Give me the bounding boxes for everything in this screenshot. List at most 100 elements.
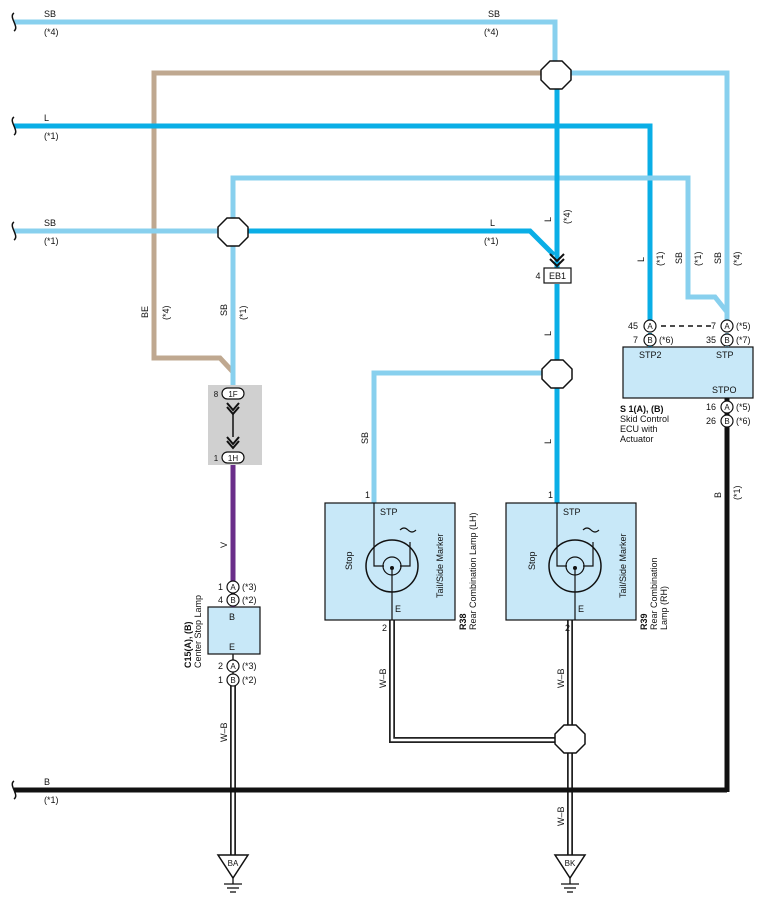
ecu-desc-2: ECU with — [620, 424, 658, 434]
wire-l-to-eb1 — [246, 86, 560, 268]
ecu-pin45-conn: A — [647, 322, 653, 331]
ecu-pin7b-conn: A — [724, 322, 730, 331]
label-ecu-sb1: SB — [674, 252, 684, 264]
left-wire-labels: SB (*4) L (*1) SB (*1) B (*1) — [44, 9, 59, 805]
c15-pin1b-conn: B — [230, 676, 235, 685]
r39-stp-label: STP — [563, 507, 581, 517]
connector-block-1f-1h: 1F 8 1H 1 — [208, 385, 262, 465]
ecu-pin26: 26 — [706, 416, 716, 426]
r38-name: R38 — [458, 613, 468, 630]
splice-top — [540, 60, 572, 90]
wire-sb-loop-to-ecu — [230, 175, 729, 314]
label-l-vert-note: (*4) — [562, 209, 572, 224]
ground-ba: BA — [216, 854, 250, 893]
r39-desc-2: Lamp (RH) — [659, 586, 669, 630]
label-l-mid-note: (*1) — [484, 236, 499, 246]
splice-left — [217, 217, 249, 247]
wire-l-to-ecu-stp2 — [14, 123, 653, 320]
label-wb-c15: W–B — [219, 722, 229, 742]
r38-stp-label: STP — [380, 507, 398, 517]
c15-pin1b: 1 — [218, 675, 223, 685]
c15-pin4-conn: B — [230, 596, 235, 605]
r38-tail-label: Tail/Side Marker — [435, 533, 445, 598]
ecu-pin35-conn: B — [724, 336, 729, 345]
splice-mid — [541, 359, 573, 389]
ecu-pin35-note: (*7) — [736, 335, 751, 345]
ecu-pin26-note: (*6) — [736, 416, 751, 426]
label-ecu-l-note: (*1) — [655, 251, 665, 266]
r39-pin-bottom: 2 — [565, 623, 570, 633]
label-wb-r39: W–B — [556, 668, 566, 688]
label-wb-r38: W–B — [378, 668, 388, 688]
label-b-right: B — [713, 492, 723, 498]
ecu-pin45: 45 — [628, 321, 638, 331]
ecu-term-stp: STP — [716, 350, 734, 360]
label-ecu-l: L — [636, 257, 646, 262]
connector-1h-pin: 1 — [214, 454, 219, 463]
label-wb-bk: W–B — [556, 806, 566, 826]
c15-term-e: E — [229, 642, 235, 652]
ground-bk-label: BK — [565, 859, 576, 868]
wire-sb-to-r38 — [371, 370, 544, 503]
label-l-vert: L — [543, 217, 553, 222]
ecu-pin16: 16 — [706, 402, 716, 412]
label-be: BE — [140, 306, 150, 318]
wire-wb-r38 — [389, 620, 557, 743]
rear-combination-lamp-rh: STP E Stop Tail/Side Marker 1 2 R39 Rear… — [505, 490, 669, 633]
wire-b-ground — [14, 428, 730, 793]
left-wire-4-note: (*1) — [44, 795, 59, 805]
label-ecu-sb4-note: (*4) — [732, 251, 742, 266]
connector-1h-label: 1H — [228, 454, 238, 463]
c15-pin1-conn: A — [230, 583, 236, 592]
splice-ground — [554, 724, 586, 754]
ecu-name: S 1(A), (B) — [620, 404, 664, 414]
ground-bk: BK — [553, 854, 587, 893]
label-b-right-note: (*1) — [732, 485, 742, 500]
left-wire-1-color: SB — [44, 9, 56, 19]
left-wire-2-color: L — [44, 113, 49, 123]
r38-desc: Rear Combination Lamp (LH) — [468, 512, 478, 630]
left-wire-4-color: B — [44, 777, 50, 787]
c15-pin2-note: (*3) — [242, 661, 257, 671]
r38-stop-label: Stop — [344, 551, 354, 570]
ecu-pin7a: 7 — [633, 335, 638, 345]
r39-stop-label: Stop — [527, 551, 537, 570]
ecu-pin7b-note: (*5) — [736, 321, 751, 331]
ecu-pin16-note: (*5) — [736, 402, 751, 412]
connector-1f-pin: 8 — [214, 390, 219, 399]
c15-term-b: B — [229, 612, 235, 622]
wire-labels: SB (*4) L (*1) BE (*4) SB (*1) L (*4) L … — [140, 9, 742, 826]
label-l-lower: L — [543, 439, 553, 444]
label-sb-left: SB — [219, 304, 229, 316]
wire-sb-to-ecu-stp — [571, 70, 730, 320]
wire-break-marks — [11, 12, 17, 800]
c15-pin2-conn: A — [230, 662, 236, 671]
label-be-note: (*4) — [161, 305, 171, 320]
connector-eb1: EB1 4 — [535, 253, 572, 284]
left-wire-1-note: (*4) — [44, 27, 59, 37]
label-sb-left-note: (*1) — [238, 305, 248, 320]
c15-pin2: 2 — [218, 661, 223, 671]
ecu-pin26-conn: B — [724, 417, 729, 426]
c15-pin1-note: (*3) — [242, 582, 257, 592]
c15-pin1: 1 — [218, 582, 223, 592]
ecu-pin35: 35 — [706, 335, 716, 345]
label-top-sb: SB — [488, 9, 500, 19]
ecu-pin16-conn: A — [724, 403, 730, 412]
label-ecu-sb4: SB — [713, 252, 723, 264]
eb1-label: EB1 — [549, 271, 566, 281]
r39-pin-top: 1 — [548, 490, 553, 500]
ecu-desc-1: Skid Control — [620, 414, 669, 424]
center-stop-lamp: B E A 1 (*3) B 4 (*2) A 2 (*3) B 1 (*2) … — [183, 580, 261, 687]
c15-desc: Center Stop Lamp — [193, 595, 203, 668]
wire-sb-top — [14, 19, 558, 73]
c15-pin4-note: (*2) — [242, 595, 257, 605]
r39-tail-label: Tail/Side Marker — [618, 533, 628, 598]
r38-pin-bottom: 2 — [382, 623, 387, 633]
label-v: V — [219, 542, 229, 548]
left-wire-3-note: (*1) — [44, 236, 59, 246]
rear-combination-lamp-lh: STP E Stop Tail/Side Marker 1 2 R38 Rear… — [324, 490, 478, 633]
label-l-mid: L — [490, 218, 495, 228]
ecu-term-stp2: STP2 — [639, 350, 662, 360]
connector-1f-label: 1F — [228, 390, 237, 399]
